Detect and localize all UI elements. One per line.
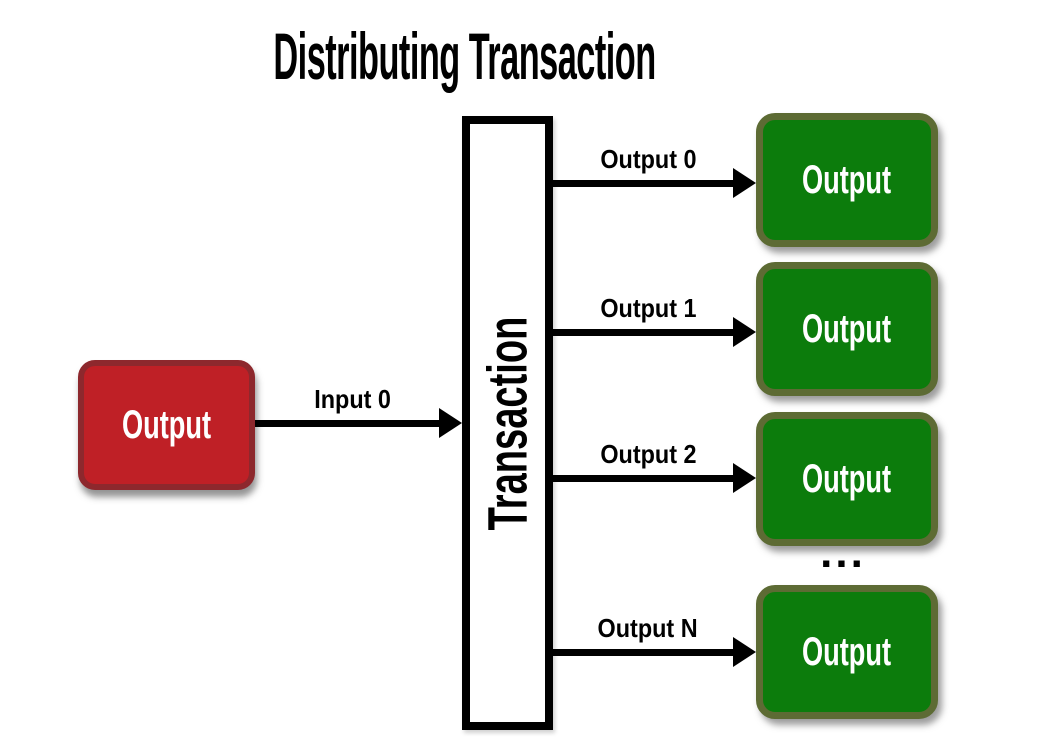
transaction-box-label: Transaction xyxy=(476,316,540,530)
output-arrow-0-head xyxy=(733,168,756,198)
transaction-box: Transaction xyxy=(462,116,553,730)
input-utxo-box: Output xyxy=(78,360,255,490)
output-arrow-n-label: Output N xyxy=(597,613,699,643)
output-utxo-box-0: Output xyxy=(756,113,938,247)
output-utxo-box-n: Output xyxy=(756,585,938,719)
output-arrow-2-label: Output 2 xyxy=(599,439,697,469)
output-arrow-1-label: Output 1 xyxy=(599,293,697,323)
input-utxo-box-label: Output xyxy=(121,402,212,447)
input-arrow-label: Input 0 xyxy=(314,384,392,414)
diagram-title: Distributing Transaction xyxy=(273,19,657,93)
output-utxo-box-0-label: Output xyxy=(802,157,892,202)
output-arrow-n-line xyxy=(553,649,734,656)
output-arrow-1-line xyxy=(553,329,734,336)
ellipsis-dots: ... xyxy=(820,528,866,577)
output-arrow-0-label: Output 0 xyxy=(599,144,697,174)
output-utxo-box-1: Output xyxy=(756,262,938,396)
output-utxo-box-2: Output xyxy=(756,412,938,546)
output-utxo-box-2-label: Output xyxy=(802,456,892,501)
output-arrow-2-line xyxy=(553,475,734,482)
output-arrow-2-head xyxy=(733,463,756,493)
output-arrow-1-head xyxy=(733,317,756,347)
input-arrow-head xyxy=(439,408,462,438)
output-arrow-n-head xyxy=(733,637,756,667)
input-arrow-line xyxy=(255,420,441,427)
output-utxo-box-1-label: Output xyxy=(802,306,892,351)
output-arrow-0-line xyxy=(553,180,734,187)
output-utxo-box-n-label: Output xyxy=(802,629,892,674)
